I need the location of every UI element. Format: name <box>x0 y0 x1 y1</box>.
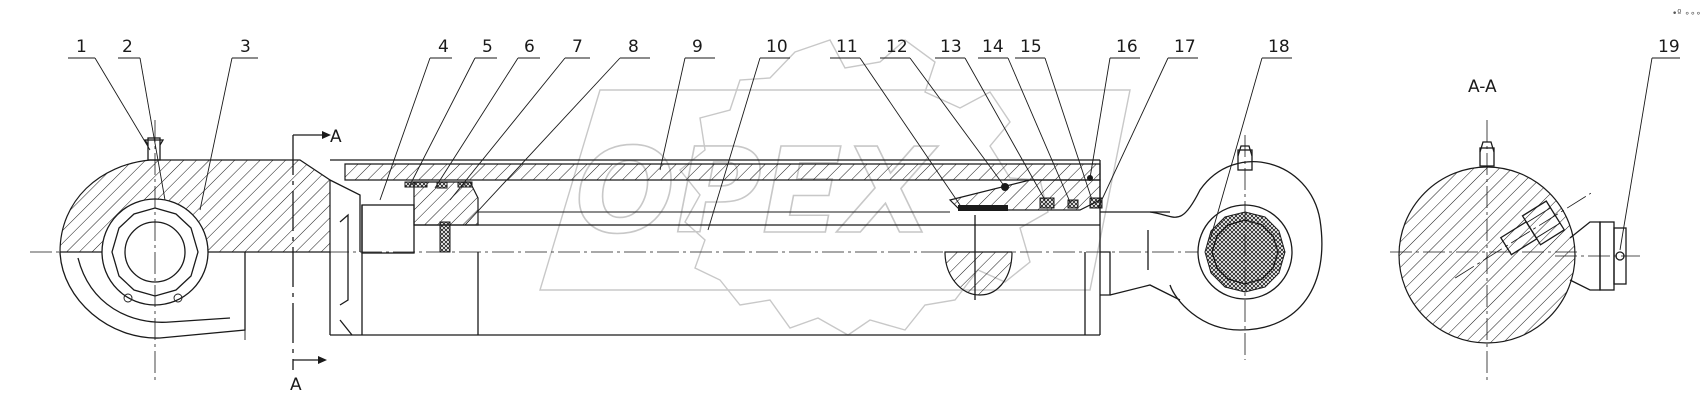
gland-seal-2 <box>1067 199 1079 209</box>
callout-10: 10 <box>766 37 788 57</box>
callout-leaders <box>68 57 1680 251</box>
section-marker: A A <box>290 127 342 395</box>
callout-12: 12 <box>886 37 908 57</box>
gland-seal-1 <box>1039 197 1055 209</box>
piston-seal-1 <box>404 181 428 188</box>
section-marker-bottom-label: A <box>290 375 302 395</box>
base-eye <box>59 120 331 380</box>
callout-2: 2 <box>122 37 133 57</box>
gland-seal-3 <box>1089 197 1103 209</box>
callout-6: 6 <box>524 37 535 57</box>
piston-seal-3 <box>457 181 473 188</box>
callout-numbers: 1 2 3 4 5 6 7 8 9 10 11 12 13 14 15 16 1… <box>76 37 1680 57</box>
barrel-wall-section <box>344 163 1101 181</box>
callout-4: 4 <box>438 37 449 57</box>
callout-13: 13 <box>940 37 962 57</box>
callout-18: 18 <box>1268 37 1290 57</box>
callout-11: 11 <box>836 37 858 57</box>
callout-7: 7 <box>572 37 583 57</box>
callout-1: 1 <box>76 37 87 57</box>
callout-9: 9 <box>692 37 703 57</box>
watermark: OPEX <box>539 39 1131 336</box>
watermark-frame <box>539 89 1131 291</box>
callout-14: 14 <box>982 37 1004 57</box>
callout-8: 8 <box>628 37 639 57</box>
callout-5: 5 <box>482 37 493 57</box>
callout-17: 17 <box>1174 37 1196 57</box>
callout-19: 19 <box>1658 37 1680 57</box>
watermark-text: OPEX <box>575 122 938 260</box>
guide-ring <box>439 221 451 253</box>
callout-16: 16 <box>1116 37 1138 57</box>
base-eye-pin-hole-2 <box>173 293 183 303</box>
port-fitting <box>1454 192 1592 279</box>
port-boss <box>944 251 1013 296</box>
cylinder-barrel <box>329 159 1111 336</box>
rod-wiper <box>958 205 1008 211</box>
callout-15: 15 <box>1020 37 1042 57</box>
callout-3: 3 <box>240 37 251 57</box>
rod-eye <box>1100 135 1323 360</box>
corner-mark: •º ∘∘∘ <box>1672 9 1701 19</box>
base-eye-pin-hole <box>123 293 133 303</box>
section-view-aa: A-A <box>1398 77 1640 380</box>
section-marker-top-label: A <box>330 127 342 147</box>
piston-nut <box>361 204 415 254</box>
section-view-title: A-A <box>1468 77 1497 97</box>
